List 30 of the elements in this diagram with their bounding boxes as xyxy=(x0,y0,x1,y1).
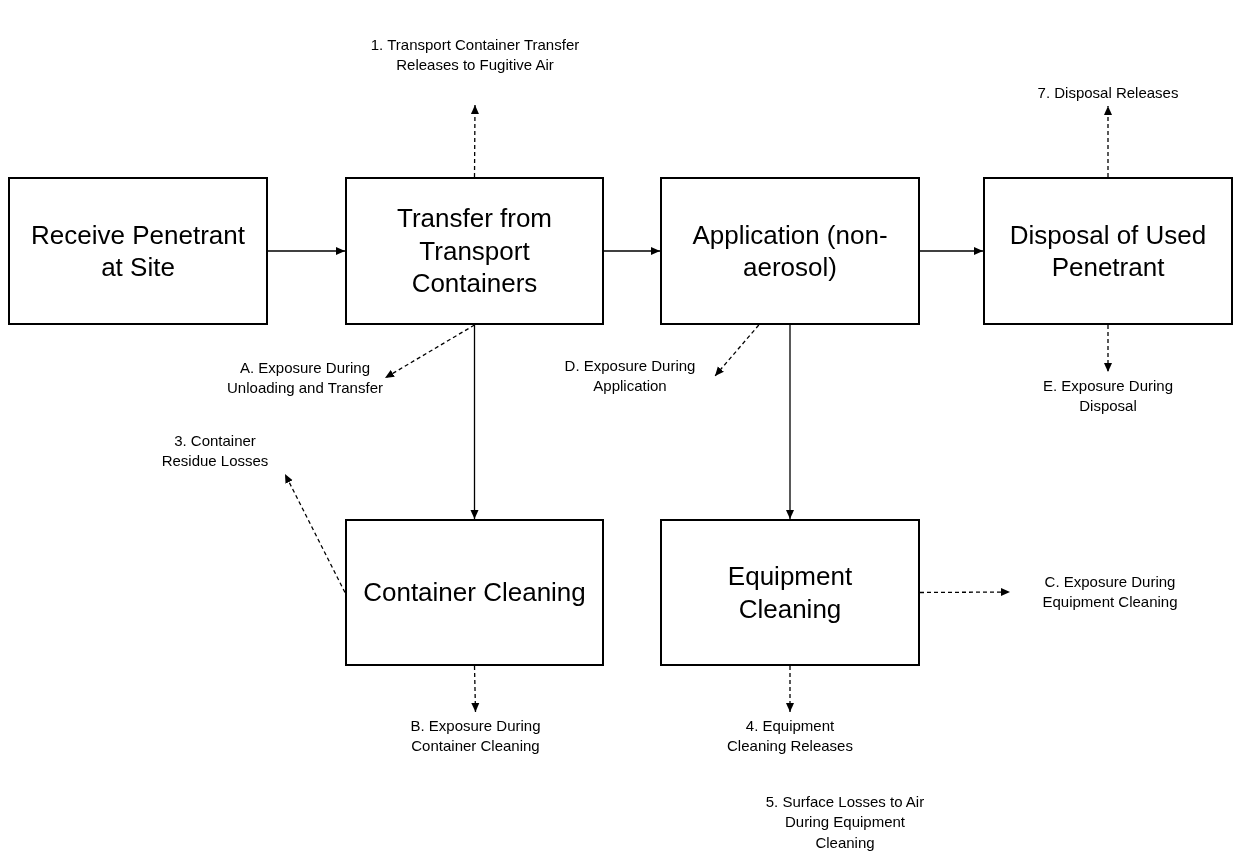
process-box: Container Cleaning xyxy=(345,519,604,666)
arrow xyxy=(919,247,984,255)
annotation-text: A. Exposure During Unloading and Transfer xyxy=(225,345,385,411)
annotation-text: 7. Disposal Releases xyxy=(1028,80,1188,106)
process-box: Receive Penetrant at Site xyxy=(8,177,268,325)
process-box: Transfer from Transport Containers xyxy=(345,177,604,325)
annotation-text: B. Exposure During Container Cleaning xyxy=(388,712,563,760)
arrow xyxy=(470,324,479,520)
dashed-arrow xyxy=(284,473,346,594)
dashed-arrow xyxy=(384,324,476,379)
dashed-arrow xyxy=(786,665,794,713)
dashed-arrow xyxy=(471,665,480,713)
dashed-arrow xyxy=(714,324,760,377)
annotation-text: 4. Equipment Cleaning Releases xyxy=(715,712,865,760)
dashed-arrow xyxy=(470,104,479,178)
annotation-text: 5. Surface Losses to Air During Equipment Cleaning xyxy=(764,792,926,853)
annotation-text: 3. Container Residue Losses xyxy=(145,428,285,474)
annotation-text: C. Exposure During Equipment Cleaning xyxy=(1010,568,1210,616)
arrow xyxy=(267,247,346,255)
process-box: Disposal of Used Penetrant xyxy=(983,177,1233,325)
annotation-text: 1. Transport Container Transfer Releases to Fugitive Air xyxy=(365,5,585,105)
dashed-arrow xyxy=(1104,324,1112,373)
annotation-text: E. Exposure During Disposal xyxy=(1038,372,1178,420)
dashed-arrow xyxy=(919,588,1011,597)
arrow xyxy=(786,324,794,520)
annotation-text: D. Exposure During Application xyxy=(545,352,715,400)
process-box: Application (non-aerosol) xyxy=(660,177,920,325)
dashed-arrow xyxy=(1104,105,1112,178)
arrow xyxy=(603,247,661,255)
process-box: Equipment Cleaning xyxy=(660,519,920,666)
